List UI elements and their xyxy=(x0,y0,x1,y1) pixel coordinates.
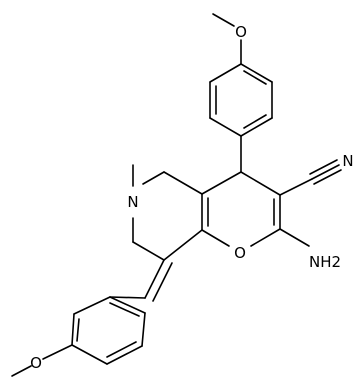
upper-ether-oxygen-label: O xyxy=(235,23,247,41)
lower-methoxyphenyl-ring xyxy=(71,296,146,365)
nitrile-nitrogen-label: N xyxy=(342,152,353,170)
upper-methoxy-group xyxy=(212,13,242,65)
amino-bond xyxy=(279,228,310,247)
upper-methoxyphenyl-ring xyxy=(209,63,273,137)
ring-nitrogen-label: N xyxy=(127,193,138,211)
lower-methoxy-group xyxy=(11,344,73,377)
ring-oxygen-label: O xyxy=(234,244,246,262)
benzylidene-double-bond xyxy=(144,259,173,302)
fused-core-bonds xyxy=(132,135,281,261)
amino-label: NH2 xyxy=(309,253,341,271)
lower-ether-oxygen-label: O xyxy=(30,354,42,372)
nitrile-group xyxy=(279,159,342,196)
benzylidene-aryl-bond xyxy=(109,296,146,299)
